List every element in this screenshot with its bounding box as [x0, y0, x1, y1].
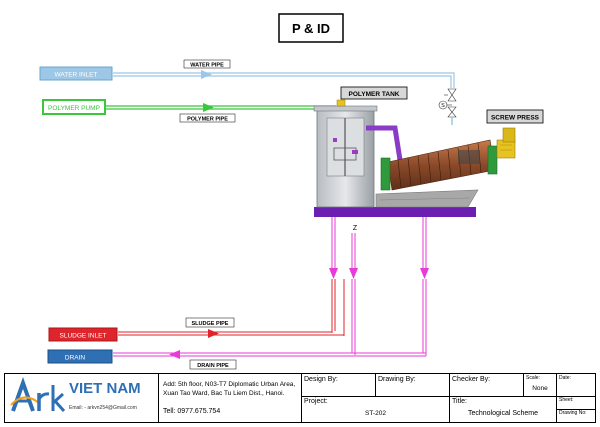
polymer-tank-label-box	[340, 86, 408, 100]
ark-logo-icon	[10, 377, 66, 413]
machine-base	[314, 207, 476, 217]
solenoid-symbol: S	[441, 103, 445, 109]
checker-by-cell: Checker By:	[450, 374, 524, 396]
drawing-no-label: Drawing No:	[559, 410, 587, 416]
company-tel: Tell: 0977.675.754	[163, 408, 221, 415]
polymer-line: POLYMER PUMP POLYMER PIPE	[42, 99, 336, 122]
drawing-by-cell: Drawing By:	[376, 374, 450, 396]
title-block: VIET NAM Email: - arkvn254@Gmail.com Add…	[4, 373, 596, 423]
polymer-tank-label: POLYMER TANK	[349, 91, 400, 98]
drum-end-flange-right	[487, 145, 498, 175]
water-line: WATER INLET WATER PIPE S	[39, 59, 457, 125]
water-inlet-box	[39, 66, 113, 81]
screw-press-drum	[387, 139, 496, 191]
design-by-label: Design By:	[304, 376, 338, 383]
dewatering-machine: Z	[313, 99, 516, 232]
polymer-pump-label: POLYMER PUMP	[48, 105, 100, 112]
company-email: Email: - arkvn254@Gmail.com	[69, 405, 137, 411]
checker-by-label: Checker By:	[452, 376, 491, 383]
drawing-title-cell: Title: Technological Scheme	[450, 396, 557, 422]
pink-flow-arrow-1	[329, 268, 338, 279]
flocculation-pipe	[366, 125, 403, 161]
sheet-label: Sheet:	[559, 397, 574, 403]
sludge-inlet-label: SLUDGE INLET	[60, 333, 107, 340]
date-cell: Date:	[557, 374, 595, 396]
design-by-cell: Design By:	[302, 374, 376, 396]
company-address-cell: Add: 5th floor, N03-T7 Diplomatic Urban …	[159, 374, 302, 422]
page-title: P & ID	[292, 21, 330, 36]
screw-press-label-box	[486, 109, 544, 124]
filtrate-tray	[375, 189, 479, 208]
sludge-inlet-box	[48, 327, 118, 342]
pid-diagram-canvas: P & ID WATER INLET WATER PIPE S POLYMER …	[39, 13, 544, 370]
drawing-no-cell: Drawing No:	[557, 409, 595, 422]
drain-box	[47, 349, 113, 364]
water-inlet-label: WATER INLET	[55, 72, 98, 79]
scale-value: None	[532, 385, 548, 392]
polymer-pump-box	[42, 99, 106, 115]
gear-motor	[496, 139, 516, 159]
company-name: VIET NAM	[69, 380, 141, 397]
vertical-pipes	[329, 217, 429, 356]
water-pipe	[113, 72, 455, 88]
title-label: Title:	[452, 398, 467, 405]
sludge-flow-arrow	[208, 329, 219, 338]
title-value: Technological Scheme	[467, 410, 539, 417]
project-cell: Project: ST-202	[302, 396, 450, 422]
drain-pipe-label: DRAIN PIPE	[197, 363, 229, 369]
polymer-flow-arrow	[203, 103, 214, 112]
valve-icon	[447, 88, 457, 96]
sludge-line: SLUDGE INLET SLUDGE PIPE	[48, 279, 345, 342]
pink-flow-arrow-2	[349, 268, 358, 279]
address-line-2: Xuan Tao Ward, Bac Tu Liem Dist., Hanoi.	[163, 390, 285, 397]
sludge-pipe-label: SLUDGE PIPE	[192, 321, 229, 327]
drain-line: DRAIN DRAIN PIPE	[47, 349, 426, 370]
pink-flow-arrow-3	[420, 268, 429, 279]
outlet-mark: Z	[353, 225, 358, 232]
company-logo-cell: VIET NAM Email: - arkvn254@Gmail.com	[5, 374, 159, 422]
title-box	[278, 13, 344, 43]
scale-cell: Scale: None	[524, 374, 557, 396]
drain-flow-arrow	[169, 350, 180, 359]
water-pipe-label: WATER PIPE	[190, 62, 224, 68]
sheet-cell: Sheet:	[557, 396, 595, 409]
address-line-1: Add: 5th floor, N03-T7 Diplomatic Urban …	[163, 381, 296, 388]
drawing-by-label: Drawing By:	[378, 376, 416, 383]
project-value: ST-202	[365, 410, 386, 417]
drum-end-flange-left	[380, 157, 391, 191]
project-label: Project:	[304, 398, 328, 405]
screw-press-label: SCREW PRESS	[491, 114, 540, 121]
date-label: Date:	[559, 375, 571, 381]
water-flow-arrow	[201, 70, 212, 79]
polymer-pipe-label: POLYMER PIPE	[187, 116, 228, 122]
drain-label: DRAIN	[65, 355, 86, 362]
scale-label: Scale:	[526, 375, 540, 381]
tank-inlet-fitting	[336, 99, 346, 107]
